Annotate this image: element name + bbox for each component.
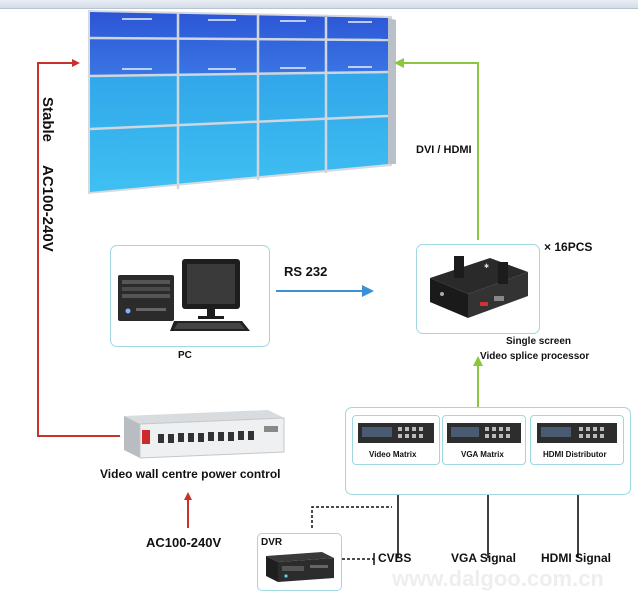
browser-toolbar-strip: [0, 0, 638, 9]
rs232-label: RS 232: [284, 264, 328, 279]
dvi-hdmi-line: [394, 58, 479, 240]
cvbs-label: CVBS: [378, 551, 412, 565]
hdmi-distributor-caption: HDMI Distributor: [543, 450, 607, 459]
svg-text:✱: ✱: [484, 263, 489, 270]
hdmi-distributor-panel: HDMI Distributor: [530, 415, 624, 465]
ac-vertical-label: AC100-240V: [39, 165, 56, 252]
power-line: [37, 59, 120, 437]
processor-label-2: Video splice processor: [480, 351, 590, 362]
processor-label-1: Single screen: [506, 336, 572, 347]
processor-illustration: ✱: [430, 256, 528, 318]
stable-label: Stable: [39, 97, 56, 143]
dvi-hdmi-label: DVI / HDMI: [416, 144, 472, 156]
video-matrix-caption: Video Matrix: [369, 450, 417, 459]
video-wall: [88, 10, 396, 194]
vga-matrix-caption: VGA Matrix: [461, 450, 504, 459]
vga-matrix-panel: VGA Matrix: [442, 415, 526, 465]
video-matrix-device: [358, 423, 434, 443]
hdmi-signal-label: HDMI Signal: [541, 551, 612, 565]
hdmi-distributor-device: [537, 423, 617, 443]
signal-devices-box: [345, 407, 631, 495]
vga-signal-label: VGA Signal: [451, 551, 516, 565]
video-matrix-panel: Video Matrix: [352, 415, 440, 465]
pc-illustration: [118, 259, 250, 331]
pc-label: PC: [178, 350, 192, 361]
power-control-label: Video wall centre power control: [100, 467, 281, 481]
dvr-illustration: [266, 552, 334, 582]
power-control-unit: [124, 410, 285, 459]
qty-label: × 16PCS: [544, 240, 593, 254]
watermark: www.dalgoo.com.cn: [392, 566, 604, 591]
ac-bottom-label: AC100-240V: [146, 535, 222, 550]
dvr-label: DVR: [261, 537, 283, 548]
vga-matrix-device: [447, 423, 521, 443]
